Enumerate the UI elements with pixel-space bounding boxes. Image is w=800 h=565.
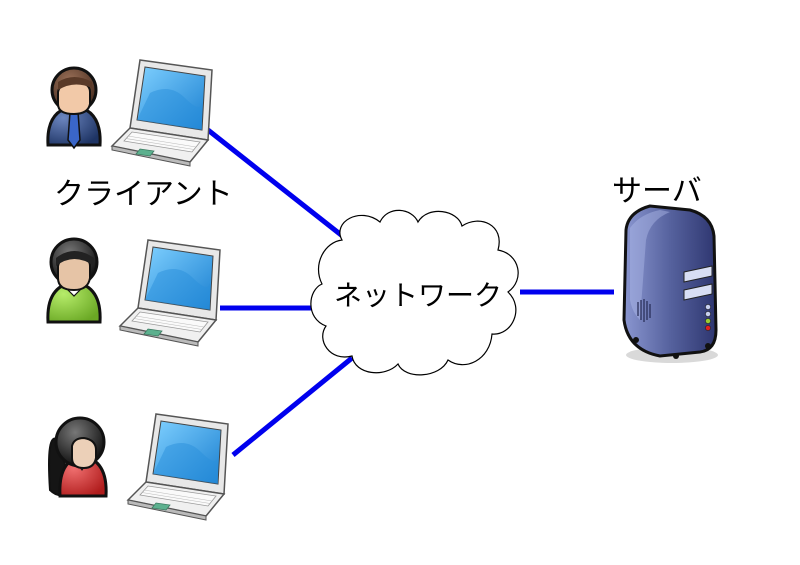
link-client-3 [231,356,354,457]
network-cloud: ネットワーク [310,209,519,376]
cloud-shape [310,209,519,376]
network-label: ネットワーク [334,279,502,312]
person-boy-icon [46,237,102,324]
person-man-icon [46,66,102,150]
clients-label: クライアント [54,177,233,212]
person-woman-icon [48,416,108,498]
client-3 [48,413,229,521]
laptop-icon [119,239,221,347]
laptop-icon [127,413,229,521]
laptop-icon [111,59,213,167]
server-icon [622,204,718,363]
server-label: サーバ [612,174,702,209]
client-1 [46,59,213,167]
links [206,128,614,457]
link-client-1 [206,128,347,240]
client-2 [46,237,221,347]
